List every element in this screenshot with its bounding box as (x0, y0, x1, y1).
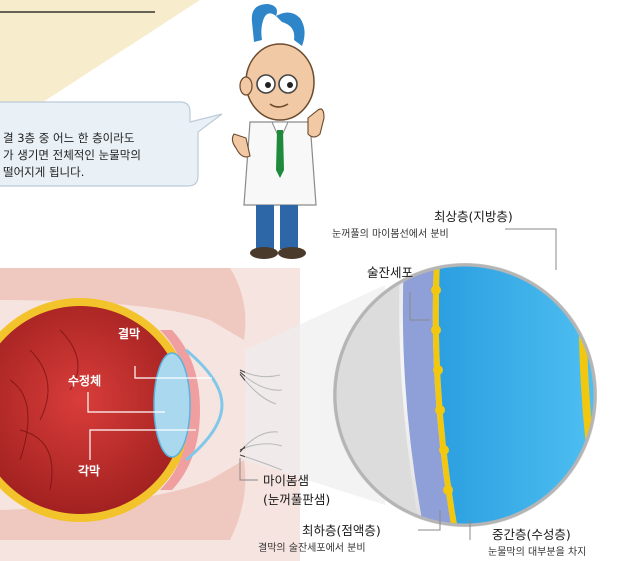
label-conjunctiva: 결막 (118, 325, 140, 342)
callout-mucin-layer: 최하층(점액층) 결막의 술잔세포에서 분비 (258, 520, 381, 554)
callout-meibomian-gland: 마이봄샘 (눈꺼풀판샘) (263, 470, 330, 508)
aqueous-layer-desc: 눈물막의 대부분을 차지 (488, 543, 586, 558)
callout-lipid-layer: 최상층(지방층) 눈꺼풀의 마이봄선에서 분비 (390, 206, 513, 240)
aqueous-layer-band (439, 260, 600, 530)
aqueous-layer-title: 중간층(수성층) (492, 524, 586, 543)
meibomian-line-2: (눈꺼풀판샘) (263, 489, 330, 508)
meibomian-line-1: 마이봄샘 (263, 470, 330, 489)
lens (154, 353, 190, 457)
mucin-layer-title: 최하층(점액층) (302, 520, 381, 539)
mucin-layer-desc: 결막의 술잔세포에서 분비 (258, 539, 381, 554)
lipid-layer-title: 최상층(지방층) (434, 206, 513, 225)
callout-goblet-cell: 술잔세포 (367, 262, 413, 281)
label-lens: 수정체 (68, 372, 101, 389)
callout-aqueous-layer: 중간층(수성층) 눈물막의 대부분을 차지 (488, 524, 586, 558)
lipid-layer-desc: 눈꺼풀의 마이봄선에서 분비 (332, 225, 513, 240)
label-cornea: 각막 (78, 462, 100, 479)
